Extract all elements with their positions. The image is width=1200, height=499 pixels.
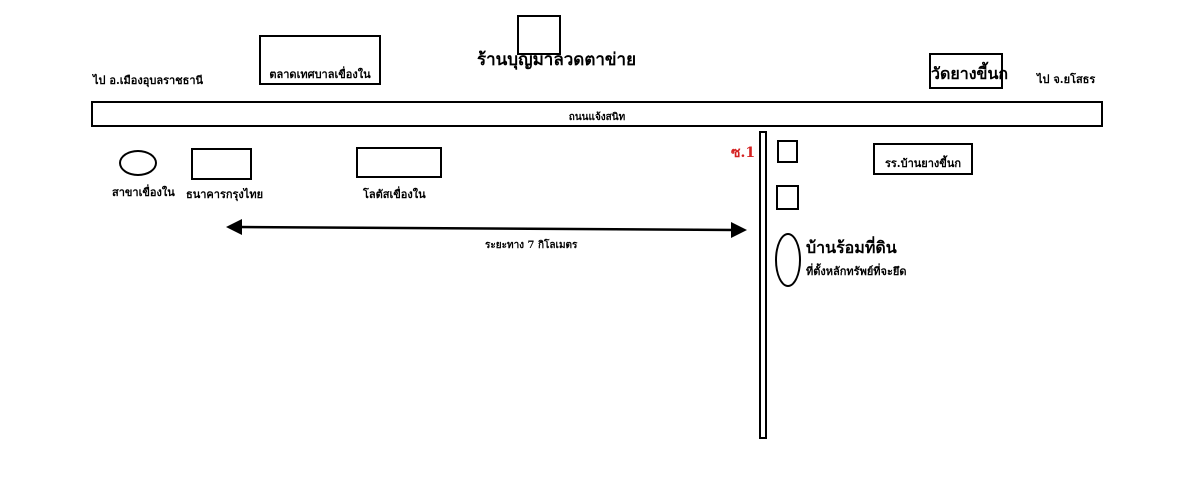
shop-label: ร้านบุญมาลวดตาข่าย <box>477 50 637 70</box>
property-note: ที่ตั้งหลักทรัพย์ที่จะยึด <box>806 265 907 278</box>
school-label: รร.บ้านยางขี้นก <box>884 157 962 170</box>
soi-label: ซ.1 <box>731 145 756 161</box>
right-direction-label: ไป จ.ยโสธร <box>1037 73 1096 86</box>
temple-label: วัดยางขี้นก <box>931 64 1009 83</box>
lotus-box <box>356 147 442 178</box>
soi-house-marker-1 <box>777 140 798 163</box>
left-direction-label: ไป อ.เมืองอุบลราชธานี <box>93 74 204 87</box>
branch-label: สาขาเขื่องใน <box>112 186 175 199</box>
market-label: ตลาดเทศบาลเขื่องใน <box>269 68 371 81</box>
property-marker <box>775 233 801 287</box>
market-box: ตลาดเทศบาลเขื่องใน <box>259 35 381 85</box>
lotus-label: โลตัสเขื่องใน <box>363 188 426 201</box>
main-road: ถนนแจ้งสนิท <box>91 101 1103 127</box>
soi-house-marker-2 <box>776 185 799 210</box>
branch-marker <box>119 150 157 176</box>
soi-road <box>759 131 767 439</box>
road-label: ถนนแจ้งสนิท <box>568 112 626 123</box>
shop-marker <box>517 15 561 55</box>
bank-label: ธนาคารกรุงไทย <box>186 188 264 201</box>
property-label: บ้านร้อมที่ดิน <box>806 238 897 257</box>
distance-label: ระยะทาง 7 กิโลเมตร <box>485 240 578 251</box>
bank-box <box>191 148 252 180</box>
school-box: รร.บ้านยางขี้นก <box>873 143 973 175</box>
temple-box: วัดยางขี้นก <box>929 53 1009 89</box>
